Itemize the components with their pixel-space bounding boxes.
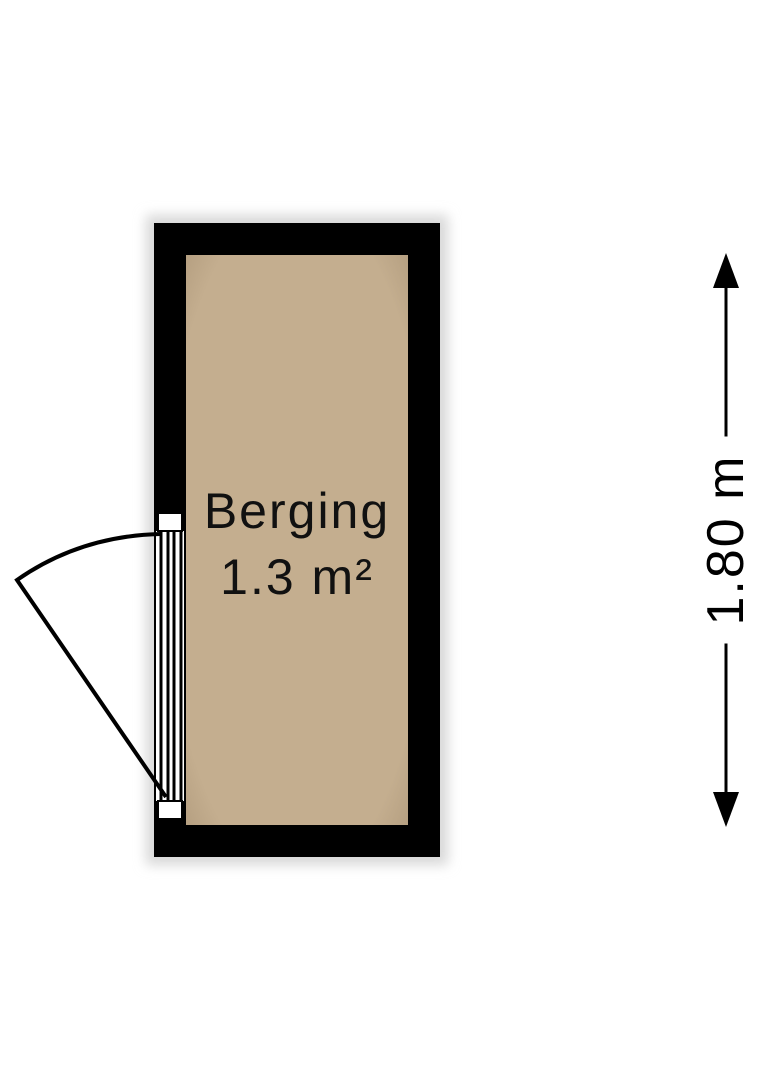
door[interactable]	[14, 512, 184, 820]
arrow-up-icon	[713, 253, 739, 288]
door-swing-arc	[14, 532, 168, 799]
room-floor	[186, 255, 408, 825]
dimension-label: 1.80 m	[696, 436, 756, 644]
room-area: 1.3 m²	[220, 549, 374, 605]
arrow-down-icon	[713, 792, 739, 827]
room-name: Berging	[203, 483, 391, 539]
